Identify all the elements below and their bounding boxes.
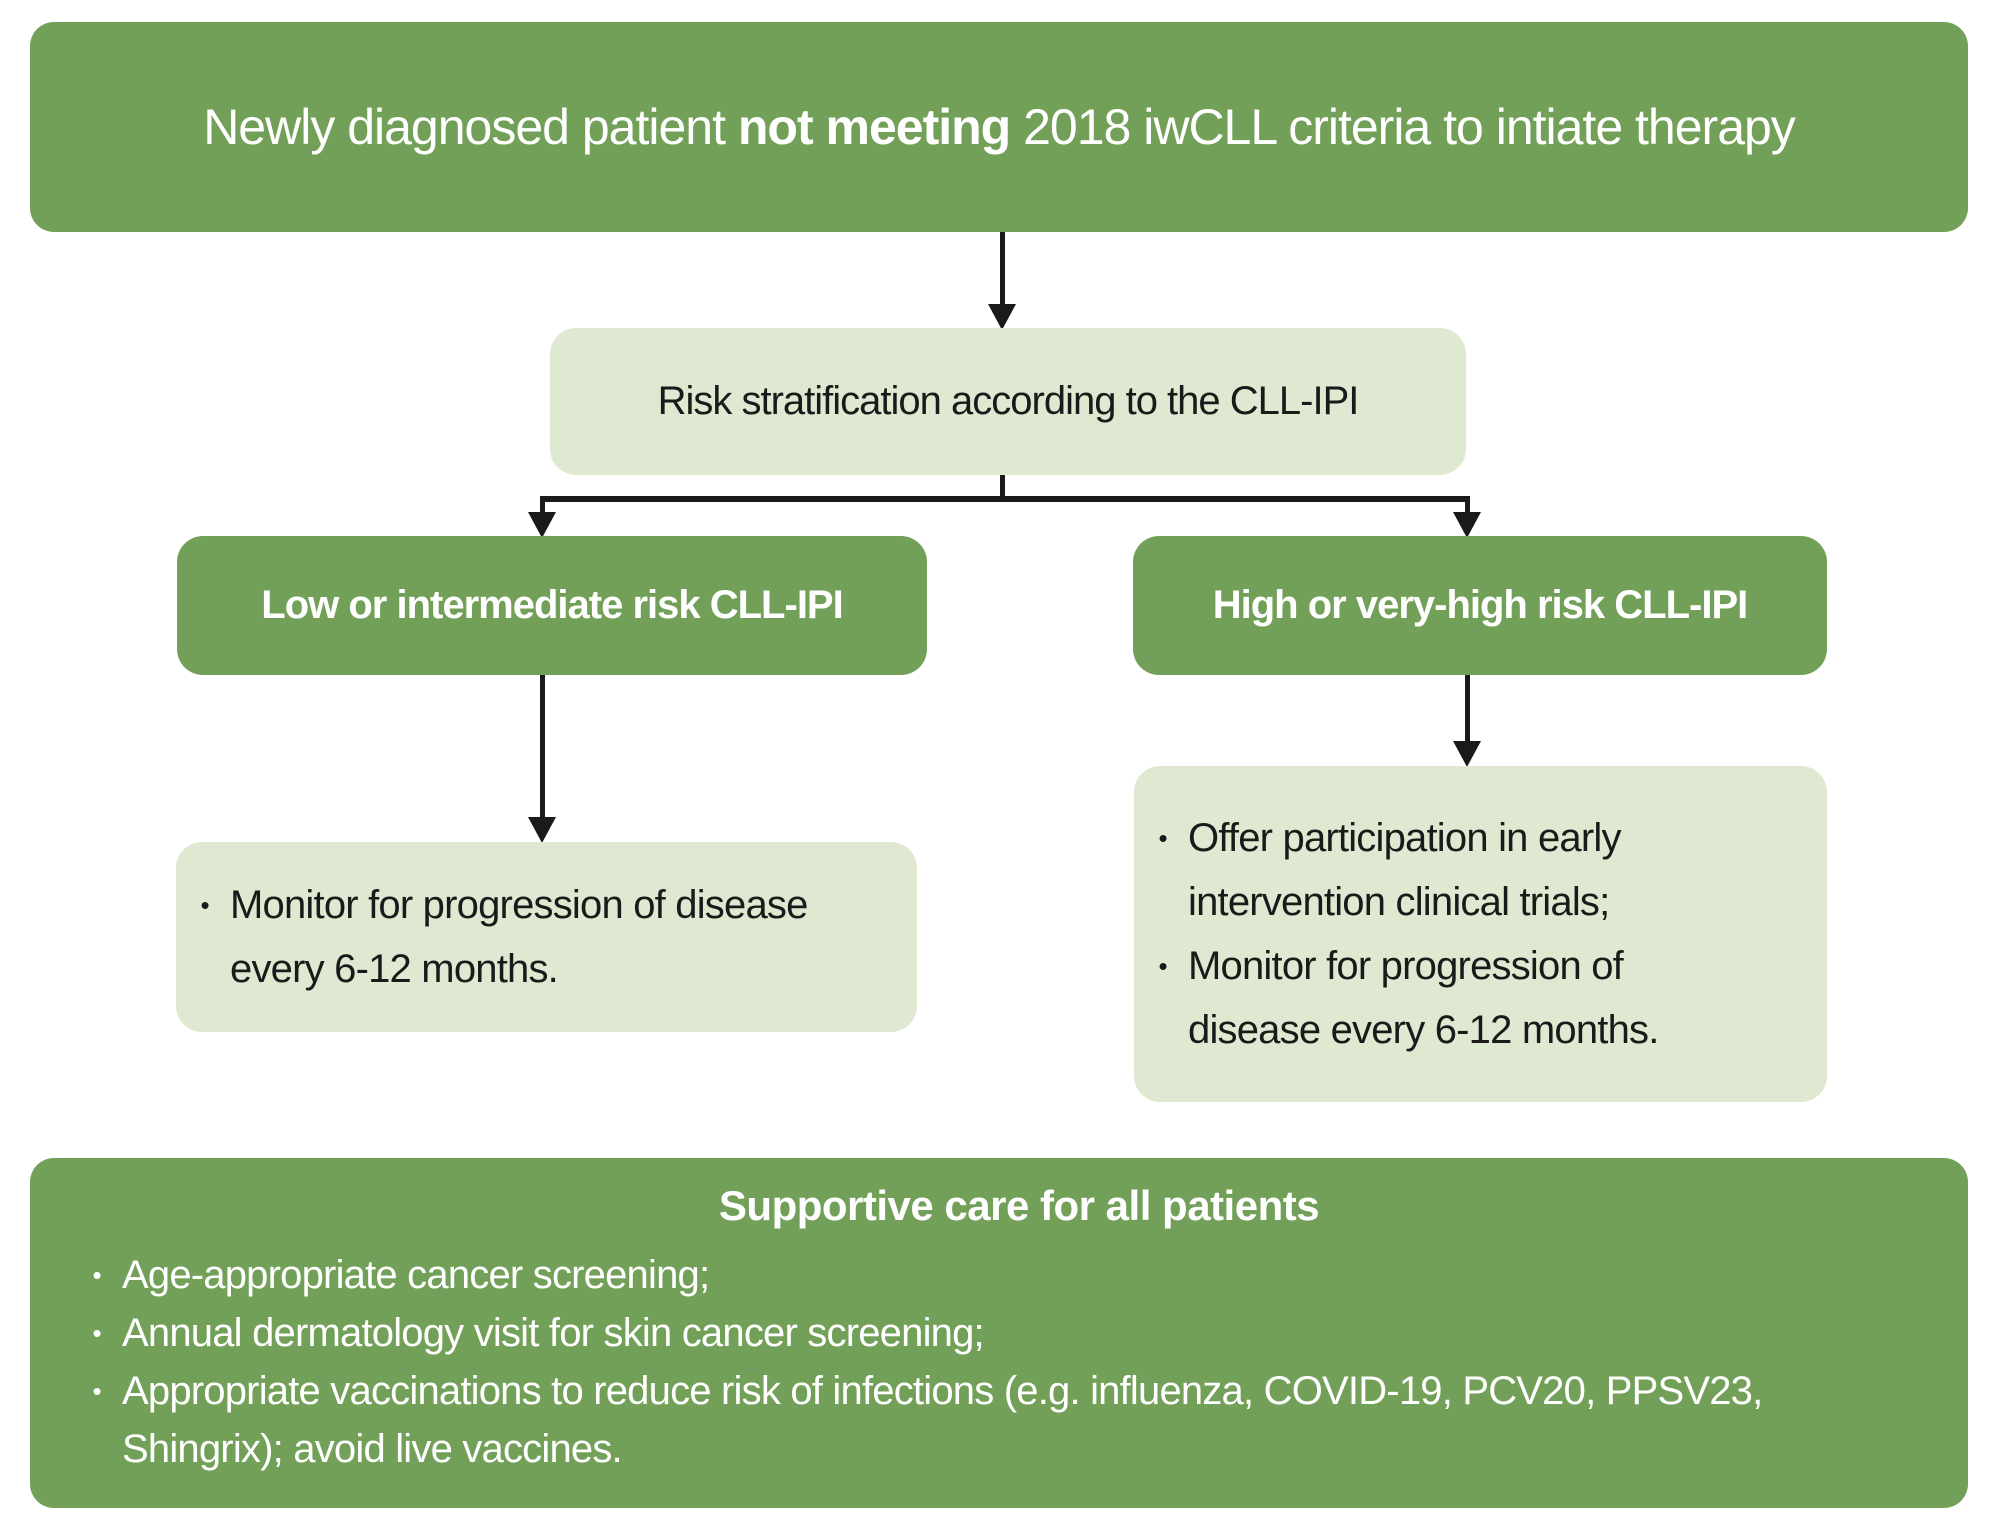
supportive-care-bullet-1-text: Age-appropriate cancer screening; [122,1253,710,1297]
supportive-care-bullet-1: • Age-appropriate cancer screening; [90,1246,1948,1304]
right-action-bullet-2: • Monitor for progression of disease eve… [1156,934,1817,1062]
low-intermediate-risk-box: Low or intermediate risk CLL-IPI [177,536,927,675]
supportive-care-title: Supportive care for all patients [718,1182,1320,1229]
bullet-icon: • [92,1376,102,1406]
bullet-icon: • [92,1260,102,1290]
arrow-right-branch-head [1453,512,1481,538]
arrow-right-action-line [1465,675,1470,743]
arrow-left-branch-head [528,512,556,538]
right-action-bullet-1-text: Offer participation in early interventio… [1188,816,1621,924]
top-banner-text-suffix: 2018 iwCLL criteria to intiate therapy [1010,99,1796,155]
high-very-high-risk-label: High or very-high risk CLL-IPI [1212,583,1749,627]
bullet-icon: • [1158,951,1168,981]
right-action-bullet-1: • Offer participation in early intervent… [1156,806,1817,934]
right-action-box: • Offer participation in early intervent… [1134,766,1827,1102]
supportive-care-bullet-3: • Appropriate vaccinations to reduce ris… [90,1362,1948,1478]
arrow-top-line [1000,232,1005,306]
risk-stratification-label: Risk stratification according to the CLL… [657,379,1360,423]
supportive-care-banner: Supportive care for all patients • Age-a… [30,1158,1968,1508]
supportive-care-bullet-2-text: Annual dermatology visit for skin cancer… [122,1311,985,1355]
connector-stub-line [1000,475,1005,499]
supportive-care-bullet-3-text: Appropriate vaccinations to reduce risk … [122,1369,1763,1471]
bullet-icon: • [92,1318,102,1348]
arrow-left-branch-line [540,496,545,514]
high-very-high-risk-box: High or very-high risk CLL-IPI [1133,536,1827,675]
arrow-left-action-head [528,817,556,843]
left-action-box: • Monitor for progression of disease eve… [176,842,917,1032]
top-banner-text: Newly diagnosed patient not meeting 2018… [203,98,1796,156]
low-intermediate-risk-label: Low or intermediate risk CLL-IPI [261,583,843,627]
supportive-care-bullet-2: • Annual dermatology visit for skin canc… [90,1304,1948,1362]
arrow-right-branch-line [1465,496,1470,514]
arrow-right-action-head [1453,741,1481,767]
top-banner-text-bold: not meeting [737,99,1011,155]
bullet-icon: • [1158,823,1168,853]
left-action-bullet-1: • Monitor for progression of disease eve… [198,873,907,1001]
arrow-top-head [988,304,1016,330]
arrow-left-action-line [540,675,545,819]
top-banner: Newly diagnosed patient not meeting 2018… [30,22,1968,232]
risk-stratification-box: Risk stratification according to the CLL… [550,328,1466,475]
right-action-bullet-2-text: Monitor for progression of disease every… [1188,944,1659,1052]
left-action-bullet-1-text: Monitor for progression of disease every… [230,883,808,991]
top-banner-text-prefix: Newly diagnosed patient [203,99,738,155]
bullet-icon: • [200,890,210,920]
connector-horizontal-line [540,496,1470,502]
